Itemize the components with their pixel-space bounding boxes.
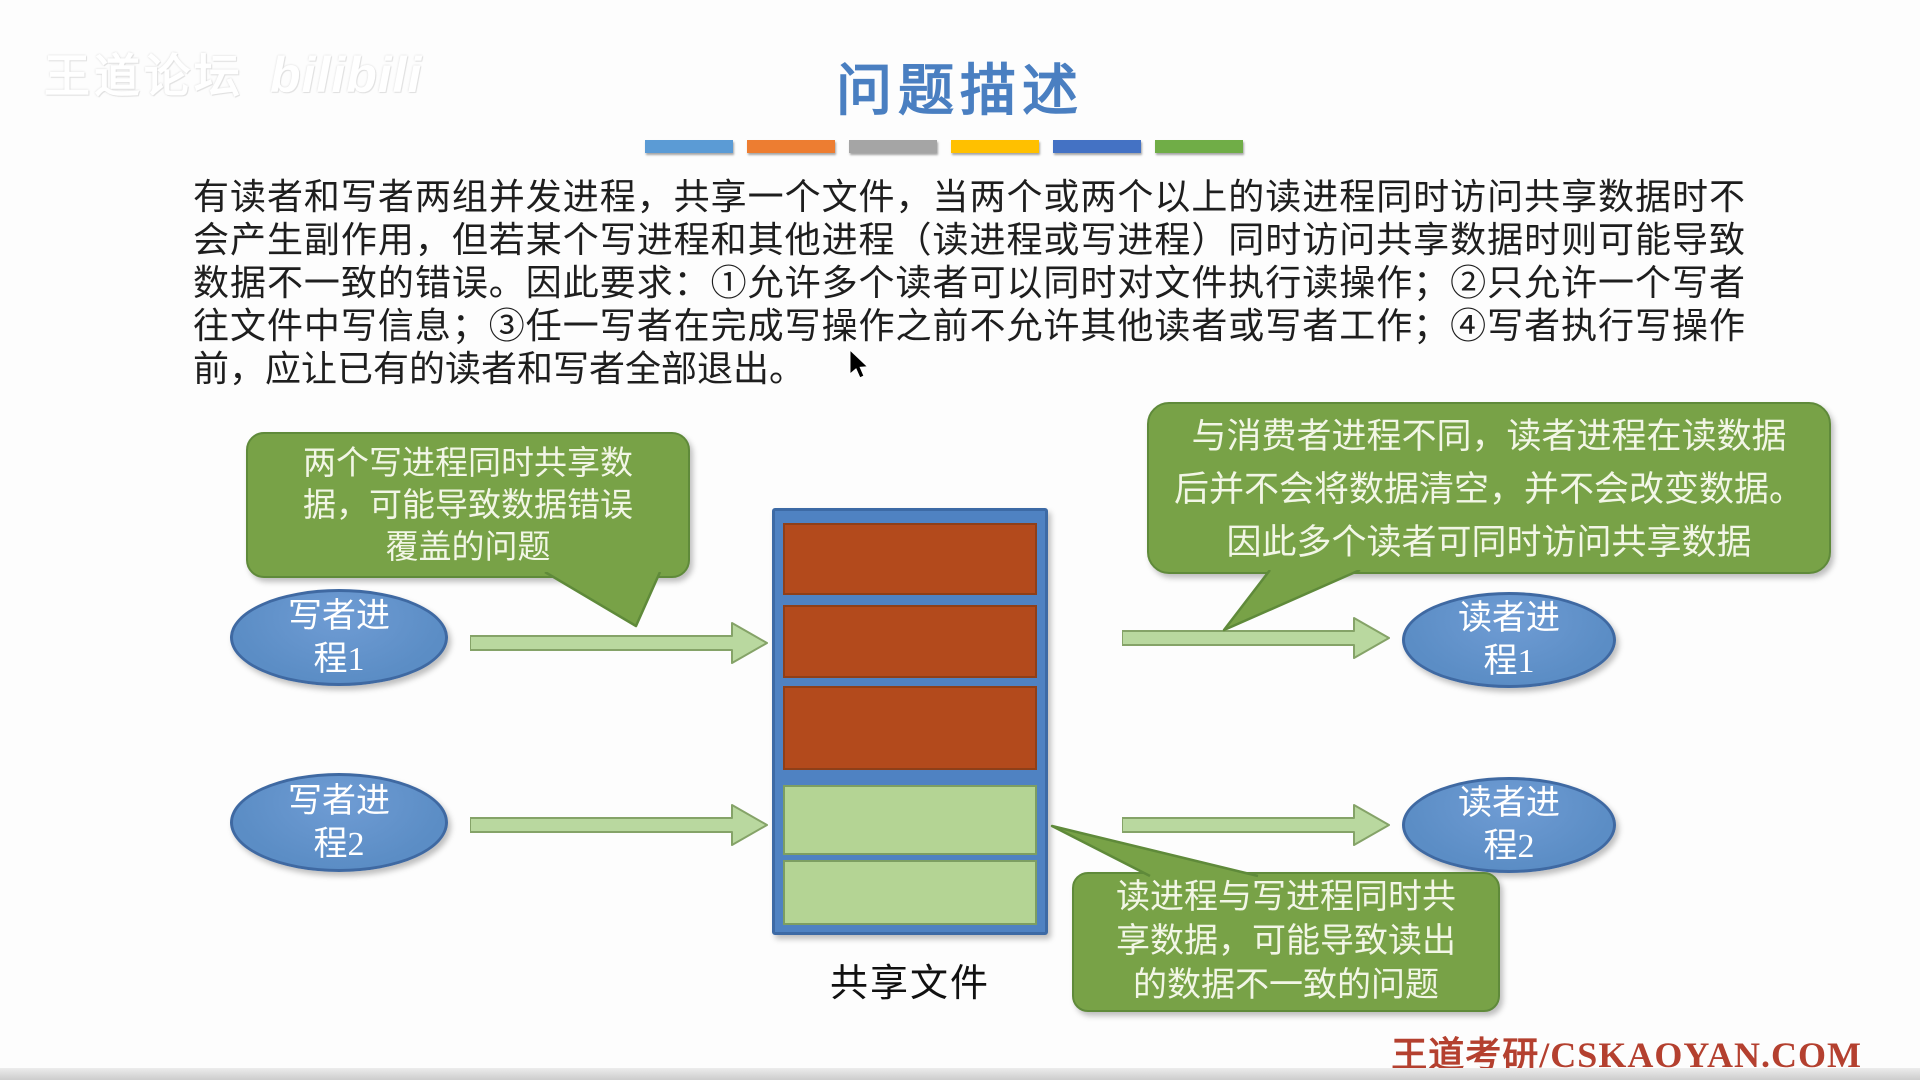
file-row-written bbox=[783, 605, 1037, 678]
divider-bar bbox=[1155, 140, 1243, 153]
mixed-access-callout-tail bbox=[1050, 824, 1259, 878]
process-label-line: 程1 bbox=[313, 640, 365, 678]
problem-description-text: 有读者和写者两组并发进程，共享一个文件，当两个或两个以上的读进程同时访问共享数据… bbox=[193, 176, 1745, 391]
callout-line: 的数据不一致的问题 bbox=[1133, 967, 1439, 1004]
shared-file-label: 共享文件 bbox=[829, 963, 990, 1005]
writer1-to-file-arrow bbox=[470, 622, 768, 664]
watermark: 王道论坛 bilibili bbox=[44, 40, 422, 106]
wangdao-forum-watermark: 王道论坛 bbox=[44, 51, 244, 102]
file-row-written bbox=[783, 686, 1037, 770]
writer-process-1: 写者进 程1 bbox=[230, 589, 448, 686]
callout-line: 读进程与写进程同时共 bbox=[1116, 879, 1456, 916]
mixed-access-callout: 读进程与写进程同时共 享数据，可能导致读出 的数据不一致的问题 bbox=[1072, 872, 1500, 1012]
file-row-read bbox=[783, 860, 1037, 925]
paragraph-line: 往文件中写信息；③任一写者在完成写操作之前不允许其他读者或写者工作；④写者执行写… bbox=[193, 306, 1745, 346]
title-divider bbox=[645, 140, 1243, 153]
process-label-line: 写者进 bbox=[288, 597, 390, 635]
callout-line: 因此多个读者可同时访问共享数据 bbox=[1226, 523, 1752, 562]
process-label-line: 程2 bbox=[313, 825, 365, 863]
callout-line: 后并不会将数据清空，并不会改变数据。 bbox=[1173, 470, 1804, 509]
shared-file-stack bbox=[772, 508, 1048, 935]
mouse-cursor-icon bbox=[849, 350, 869, 379]
writers-callout-tail bbox=[544, 572, 662, 628]
file-to-reader2-arrow bbox=[1122, 804, 1390, 846]
process-label-line: 写者进 bbox=[288, 782, 390, 820]
paragraph-line: 前，应让已有的读者和写者全部退出。 bbox=[193, 349, 806, 389]
callout-line: 享数据，可能导致读出 bbox=[1116, 923, 1456, 960]
callout-line: 据，可能导致数据错误 bbox=[303, 488, 633, 524]
file-to-reader1-arrow bbox=[1122, 617, 1390, 659]
divider-bar bbox=[849, 140, 937, 153]
writer-process-2: 写者进 程2 bbox=[230, 773, 448, 872]
paragraph-line: 数据不一致的错误。因此要求：①允许多个读者可以同时对文件执行读操作；②只允许一个… bbox=[193, 263, 1745, 303]
bilibili-logo: bilibili bbox=[270, 47, 423, 103]
process-label-line: 读者进 bbox=[1458, 600, 1560, 637]
reader-process-2: 读者进 程2 bbox=[1402, 777, 1616, 873]
page-title: 问题描述 bbox=[836, 61, 1084, 123]
divider-bar bbox=[951, 140, 1039, 153]
callout-line: 与消费者进程不同，读者进程在读数据 bbox=[1191, 417, 1787, 456]
process-label-line: 读者进 bbox=[1458, 785, 1560, 822]
process-label-line: 程1 bbox=[1483, 643, 1535, 680]
file-row-written bbox=[783, 523, 1037, 595]
paragraph-line: 会产生副作用，但若某个写进程和其他进程（读进程或写进程）同时访问共享数据时则可能… bbox=[193, 220, 1745, 260]
paragraph-line: 有读者和写者两组并发进程，共享一个文件，当两个或两个以上的读进程同时访问共享数据… bbox=[193, 177, 1745, 217]
divider-bar bbox=[1053, 140, 1141, 153]
divider-bar bbox=[645, 140, 733, 153]
divider-bar bbox=[747, 140, 835, 153]
writers-callout: 两个写进程同时共享数 据，可能导致数据错误 覆盖的问题 bbox=[246, 432, 690, 578]
writer2-to-file-arrow bbox=[470, 804, 768, 846]
callout-line: 覆盖的问题 bbox=[385, 530, 551, 566]
reader-process-1: 读者进 程1 bbox=[1402, 592, 1616, 688]
readers-callout-tail bbox=[1222, 570, 1361, 632]
bottom-strip bbox=[0, 1068, 1920, 1080]
process-label-line: 程2 bbox=[1483, 828, 1535, 865]
callout-line: 两个写进程同时共享数 bbox=[303, 446, 633, 482]
file-row-read bbox=[783, 785, 1037, 855]
readers-callout: 与消费者进程不同，读者进程在读数据 后并不会将数据清空，并不会改变数据。 因此多… bbox=[1147, 402, 1831, 574]
